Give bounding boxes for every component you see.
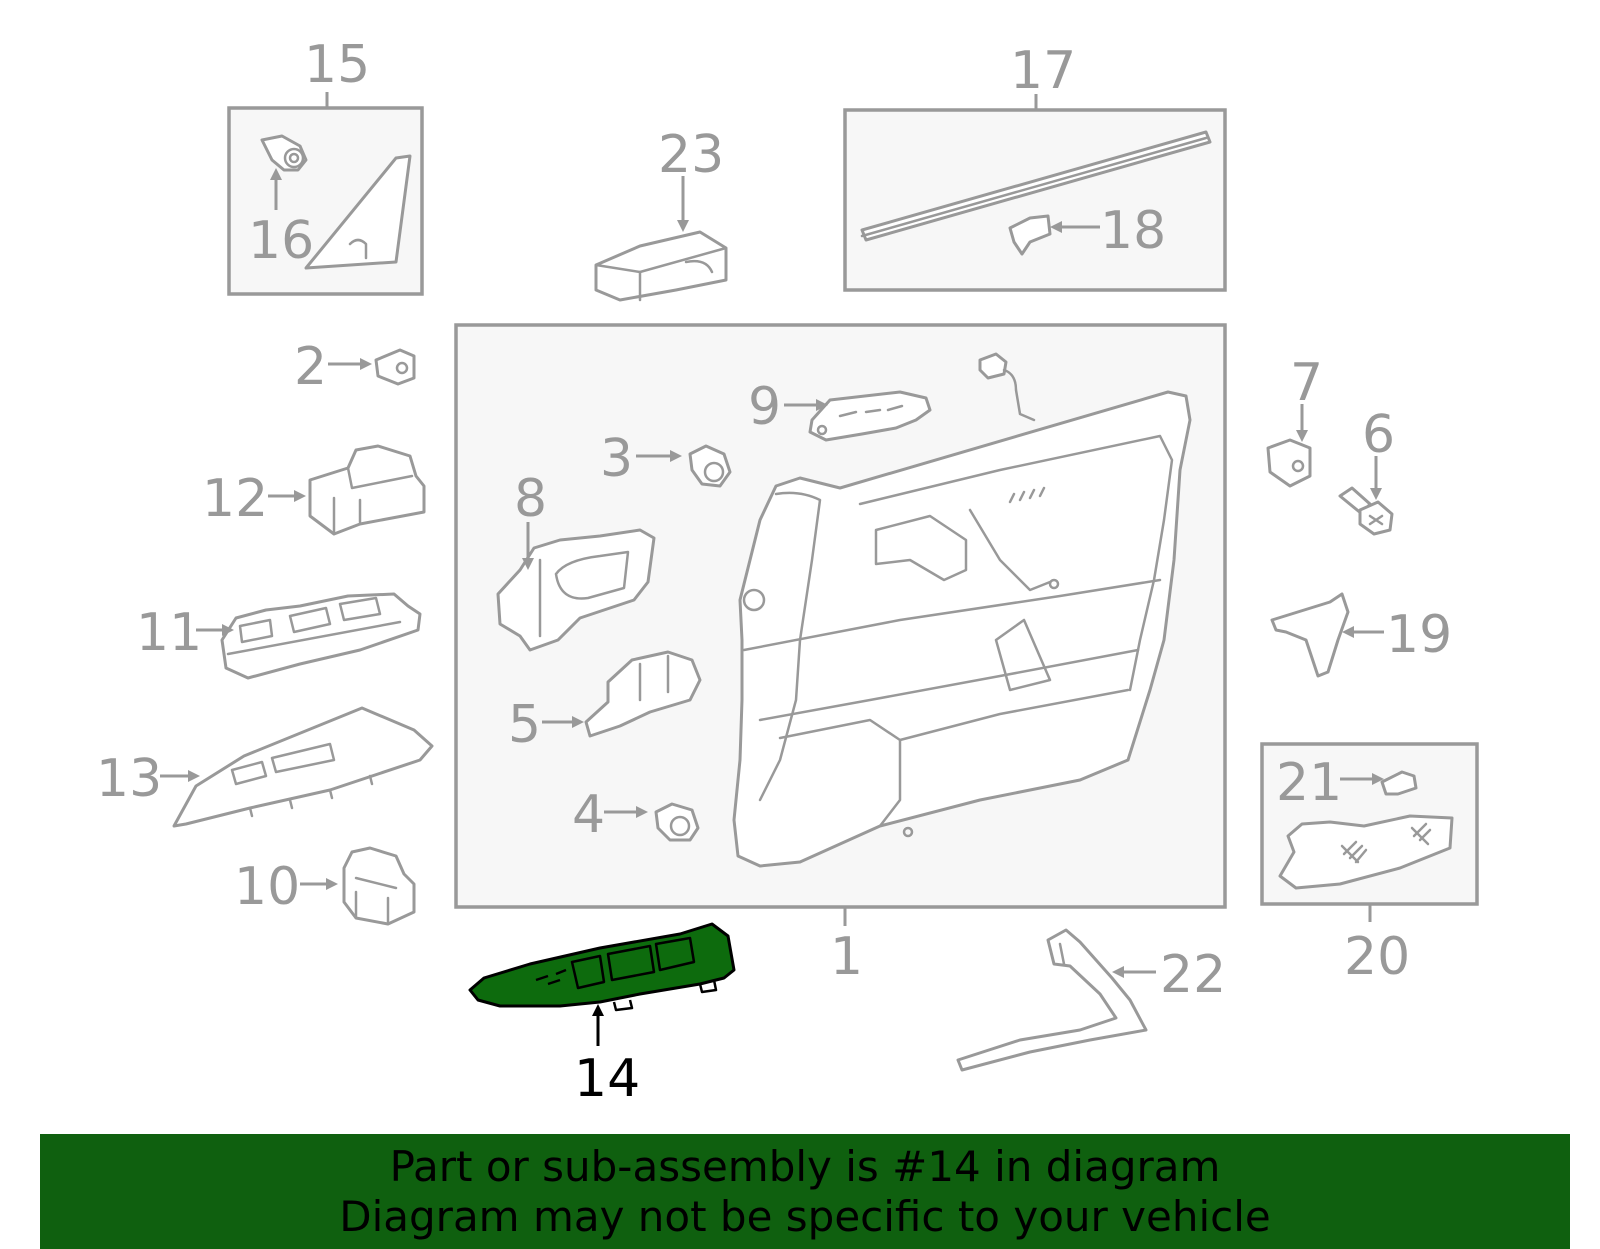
callout-20: 20 [1344,927,1410,987]
callout-21: 21 [1276,753,1342,813]
banner-line-1: Part or sub-assembly is #14 in diagram [389,1142,1221,1191]
part-1-door-trim-panel[interactable] [732,390,1192,868]
callout-4: 4 [572,785,605,845]
notice-banner: Part or sub-assembly is #14 in diagram D… [40,1134,1570,1249]
part-5-handle[interactable] [584,650,702,738]
part-12-switch[interactable] [308,444,426,536]
callout-14-highlighted: 14 [574,1049,640,1109]
callout-23: 23 [658,125,724,185]
part-21-bulb[interactable] [1380,770,1418,796]
callout-11: 11 [136,603,202,663]
callout-8: 8 [514,469,547,529]
part-4-clip[interactable] [654,802,700,842]
part-13-switch-base[interactable] [172,706,434,828]
part-6-screw[interactable] [1338,486,1394,536]
part-7-clip[interactable] [1266,438,1312,488]
callout-2: 2 [294,337,327,397]
part-22-garnish[interactable] [956,928,1148,1072]
part-19-bracket[interactable] [1270,592,1350,678]
group-box-17 [843,94,1227,292]
callout-1: 1 [830,927,863,987]
callout-7: 7 [1290,353,1323,413]
part-23-connector[interactable] [594,230,728,302]
part-8-inner-handle[interactable] [496,528,656,652]
part-15-garnish[interactable] [304,154,412,270]
part-2-clip[interactable] [374,348,416,386]
callout-12: 12 [202,469,268,529]
part-14-switch-bezel-highlighted[interactable] [468,922,736,1012]
part-16-clip[interactable] [260,134,308,172]
group-box-1 [454,323,1227,926]
group-box-20 [1260,742,1479,922]
callout-22: 22 [1160,945,1226,1005]
callout-6: 6 [1362,405,1395,465]
callout-5: 5 [508,695,541,755]
part-20-lamp-housing[interactable] [1278,814,1454,890]
part-9-switch[interactable] [808,390,932,442]
banner-line-2: Diagram may not be specific to your vehi… [339,1192,1271,1241]
part-11-master-switch[interactable] [220,592,422,680]
callout-17: 17 [1010,41,1076,101]
part-wire-connector[interactable] [978,352,1036,422]
part-10-switch[interactable] [342,846,416,926]
callout-3: 3 [600,429,633,489]
callout-18: 18 [1100,201,1166,261]
part-18-clip[interactable] [1008,214,1052,256]
group-box-15 [227,92,424,296]
callout-19: 19 [1386,605,1452,665]
callout-9: 9 [748,377,781,437]
callout-16: 16 [248,211,314,271]
part-3-clip[interactable] [688,444,732,488]
part-17-weatherstrip[interactable] [860,130,1212,242]
callout-15: 15 [304,35,370,95]
callout-13: 13 [96,749,162,809]
callout-10: 10 [234,857,300,917]
